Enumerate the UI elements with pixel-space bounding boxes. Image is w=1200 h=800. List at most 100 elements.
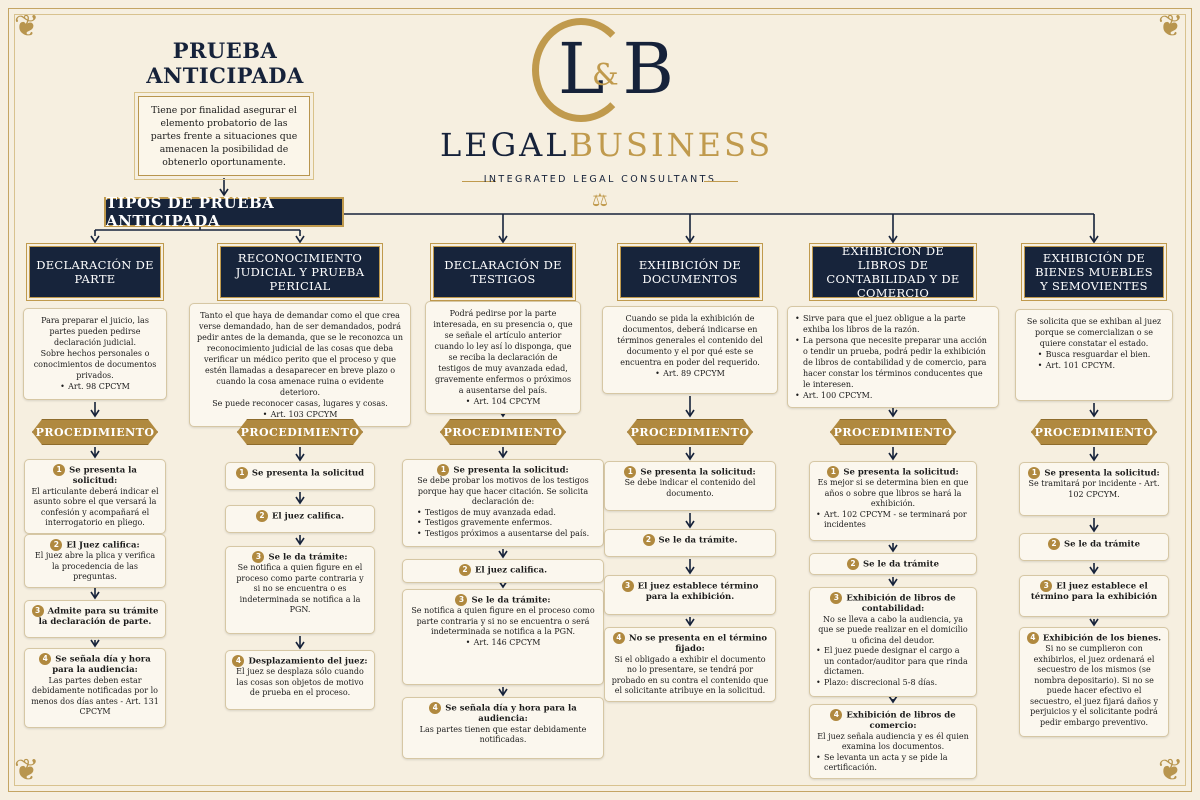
step-title-text: No se presenta en el término fijado:	[628, 633, 768, 655]
step-title-text: Se le da trámite:	[268, 552, 348, 563]
step-title-text: Admite para su trámite la declaración de…	[38, 606, 159, 628]
step-title-text: Se le da trámite:	[471, 595, 551, 606]
column-description-2: Tanto el que haya de demandar como el qu…	[189, 303, 411, 427]
step-number-badge: 2	[1048, 538, 1060, 550]
bus-drop-3-head	[498, 235, 508, 244]
description-bullet: Art. 89 CPCYM	[655, 368, 725, 379]
step-body: Se debe probar los motivos de los testig…	[417, 476, 589, 506]
step-body: Se notifica a quien figure en el proceso…	[236, 563, 364, 614]
step-number-badge: 4	[1026, 632, 1039, 644]
step-title-text: Se le da trámite	[1064, 539, 1140, 550]
arrow-step-6-1-head	[1089, 453, 1099, 462]
description-bullets: Sirve para que el juez obligue a la part…	[795, 313, 991, 401]
arrow-step-6-2-head	[1089, 524, 1099, 533]
arrow-step-5-2-head	[888, 544, 898, 553]
step-number-badge: 3	[31, 605, 44, 617]
arrow-step-3-3-head	[498, 580, 508, 589]
arrow-step-1-4-head	[90, 639, 100, 648]
step-number-badge: 4	[612, 632, 625, 644]
section-header: TIPOS DE PRUEBA ANTICIPADA	[104, 194, 344, 230]
step-title-text: Se señala día y hora para la audiencia:	[52, 654, 151, 676]
balance-scale-icon: ⚖	[591, 190, 609, 211]
procedure-badge-6: PROCEDIMIENTO	[1031, 419, 1157, 445]
corner-ornament-icon: ❦	[1158, 9, 1184, 44]
step-bullets: Art. 102 CPCYM - se terminará por incide…	[816, 510, 970, 531]
description-bullet: Art. 100 CPCYM.	[795, 390, 991, 401]
step-body: Se notifica a quien figure en el proceso…	[411, 606, 595, 636]
step-number-badge: 2	[642, 534, 655, 546]
arrow-step-4-4-head	[685, 618, 695, 627]
step-title-text: El juez califica.	[474, 565, 548, 576]
column-title-2: RECONOCIMIENTO JUDICIAL Y PRUEBA PERICIA…	[217, 243, 383, 301]
arrow-desc-to-proc-1-head	[90, 409, 100, 418]
step-number-badge: 2	[458, 564, 471, 576]
page-title: PRUEBA ANTICIPADA	[146, 38, 304, 88]
step-title-text: Se le da trámite.	[658, 535, 738, 546]
step-number-badge: 3	[830, 592, 843, 604]
corner-ornament-icon: ❦	[14, 9, 40, 44]
bus-drop-6-head	[1089, 235, 1099, 244]
step-title-text: Se presenta la solicitud:	[453, 465, 569, 476]
step-body: Si no se cumplieron con exhibirlos, el j…	[1030, 644, 1158, 727]
description-bullet: Busca resguardar el bien.	[1038, 349, 1151, 360]
column-title-5: EXHIBICIÓN DE LIBROS DE CONTABILIDAD Y D…	[809, 243, 977, 301]
step-title-text: Exhibición de libros de contabilidad:	[846, 593, 956, 615]
procedure-step: 2 Se le da trámite	[1019, 533, 1169, 561]
description-bullet: Art. 104 CPCYM	[466, 396, 541, 407]
column-title-4: EXHIBICIÓN DE DOCUMENTOS	[617, 243, 763, 301]
description-bullets: Art. 98 CPCYM	[60, 381, 130, 392]
step-body: No se lleva a cabo la audiencia, ya que …	[818, 614, 968, 645]
step-number-badge: 1	[235, 467, 248, 479]
description-text: Se solicita que se exhiban al juez porqu…	[1026, 317, 1162, 348]
outer-frame	[8, 8, 1192, 792]
arrow-desc-to-proc-6-head	[1089, 409, 1099, 418]
step-title-text: Se presenta la solicitud:	[1044, 468, 1160, 479]
step-body: Es mejor si se determina bien en que año…	[817, 478, 969, 508]
step-title-text: Exhibición de los bienes.	[1042, 633, 1162, 644]
description-bullets: Busca resguardar el bien.Art. 101 CPCYM.	[1038, 349, 1151, 371]
step-title-text: Se presenta la solicitud	[251, 468, 365, 479]
step-title-text: Desplazamiento del juez:	[248, 656, 368, 667]
procedure-badge-1: PROCEDIMIENTO	[32, 419, 158, 445]
column-title-6: EXHIBICIÓN DE BIENES MUEBLES Y SEMOVIENT…	[1021, 243, 1167, 301]
bus-drop-head-2	[295, 235, 305, 244]
arrow-step-2-4-head	[295, 641, 305, 650]
description-text: Cuando se pida la exhibición de document…	[617, 314, 763, 367]
arrow-step-5-1-head	[888, 452, 898, 461]
arrow-step-1-3-head	[90, 591, 100, 600]
description-bullets: Art. 104 CPCYM	[466, 396, 541, 407]
description-bullet: Art. 101 CPCYM.	[1038, 360, 1151, 371]
step-number-badge: 1	[53, 464, 66, 476]
column-title-3: DECLARACIÓN DE TESTIGOS	[430, 243, 576, 301]
arrow-step-3-4-head	[498, 688, 508, 697]
step-number-badge: 3	[455, 594, 468, 606]
arrow-step-5-4-head	[888, 695, 898, 704]
